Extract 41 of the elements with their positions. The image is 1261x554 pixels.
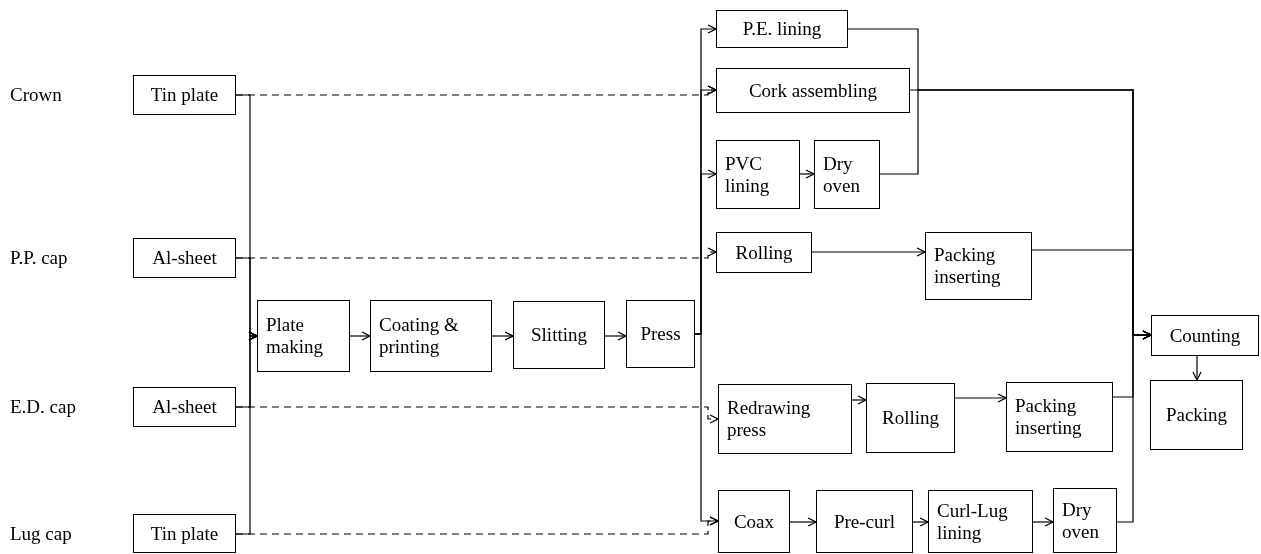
process-box: Curl-Lug lining xyxy=(928,490,1033,553)
process-box: Pre-curl xyxy=(816,490,913,553)
process-box: Redrawing press xyxy=(718,384,852,454)
arrow xyxy=(1192,355,1202,381)
process-box: Dry oven xyxy=(1053,488,1117,553)
row-label: P.P. cap xyxy=(10,246,68,270)
arrow xyxy=(799,169,815,179)
process-box: PVC lining xyxy=(716,140,800,209)
process-box: Al-sheet xyxy=(133,238,236,278)
process-box: Plate making xyxy=(257,300,350,372)
row-label: Crown xyxy=(10,83,62,107)
arrow xyxy=(491,331,514,341)
process-box: Coax xyxy=(718,490,790,553)
arrow xyxy=(1032,517,1054,527)
process-box: Counting xyxy=(1151,315,1259,356)
process-box: Slitting xyxy=(513,301,605,369)
arrow xyxy=(811,247,926,257)
process-box: Al-sheet xyxy=(133,387,236,427)
row-label: Lug cap xyxy=(10,522,72,546)
process-box: Dry oven xyxy=(814,140,880,209)
arrow xyxy=(1116,330,1152,523)
process-box: Packing inserting xyxy=(1006,382,1113,452)
process-box: Press xyxy=(626,300,695,368)
process-box: Rolling xyxy=(866,383,955,453)
arrow xyxy=(912,517,929,527)
arrow xyxy=(604,331,627,341)
process-box: Coating & printing xyxy=(370,300,492,372)
arrow xyxy=(349,331,371,341)
process-box: Cork assembling xyxy=(716,68,910,113)
process-box: P.E. lining xyxy=(716,10,848,48)
arrow xyxy=(789,517,817,527)
process-box: Packing inserting xyxy=(925,232,1032,300)
arrow xyxy=(954,393,1007,403)
process-box: Packing xyxy=(1150,380,1243,450)
arrow xyxy=(851,395,867,405)
process-box: Tin plate xyxy=(133,75,236,115)
arrow xyxy=(694,333,719,526)
row-label: E.D. cap xyxy=(10,395,76,419)
process-box: Rolling xyxy=(716,232,812,273)
process-box: Tin plate xyxy=(133,514,236,553)
arrow xyxy=(235,331,258,535)
